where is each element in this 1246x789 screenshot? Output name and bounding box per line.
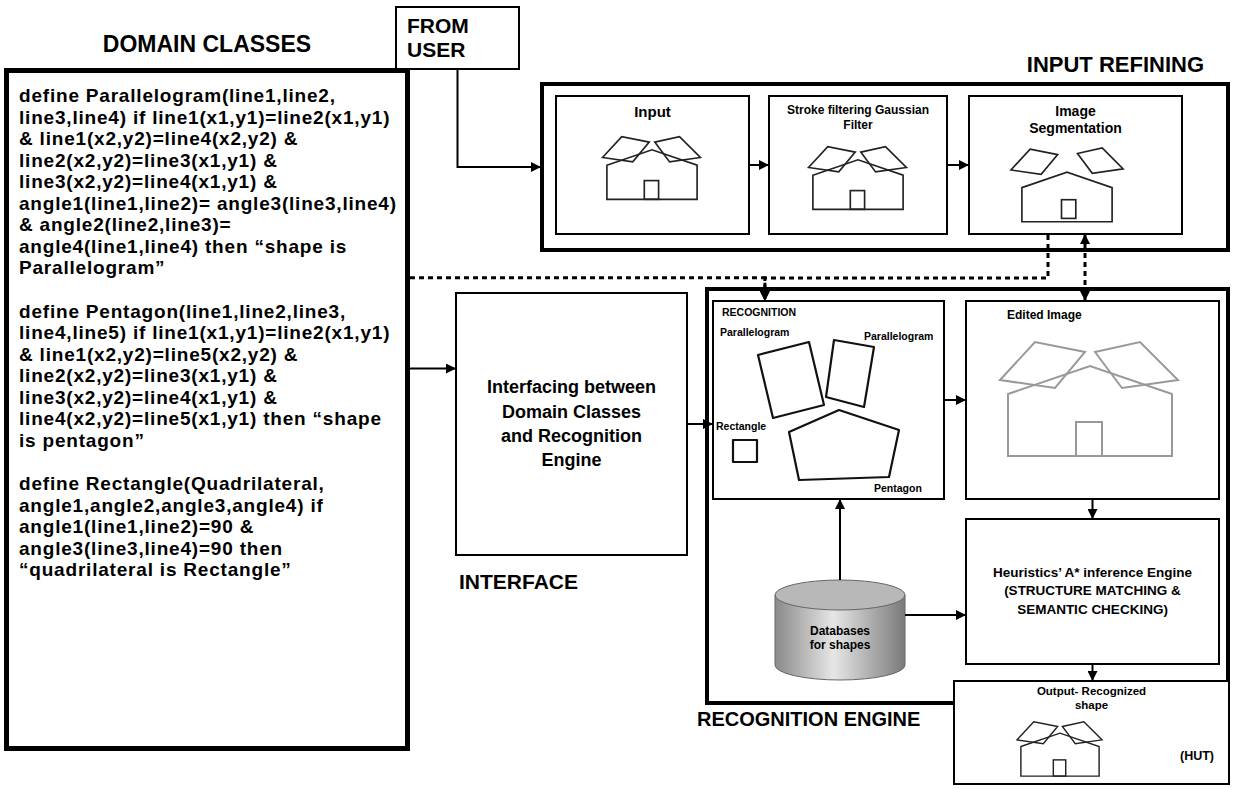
arrow-connector <box>948 164 968 166</box>
stage-band: RECOGNITION ENGINERECOGNITIONParallelogr… <box>705 287 1230 705</box>
node-text: (HUT) <box>1180 749 1214 763</box>
interface-box: Interfacing between Domain Classes and R… <box>455 292 688 556</box>
node-text: Pentagon <box>874 482 922 494</box>
node-text: define Parallelogram(line1,line2, line3,… <box>19 85 397 279</box>
rule-panel: DOMAIN CLASSESdefine Parallelogram(line1… <box>4 68 410 751</box>
process-box: Stroke filtering Gaussian Filter <box>768 95 948 235</box>
node-label: DOMAIN CLASSES <box>9 31 405 58</box>
filtered-sketch <box>809 147 907 210</box>
node-text: Parallelogram <box>720 326 789 338</box>
arrow-connector <box>905 614 965 616</box>
input-sketch <box>603 137 701 200</box>
node-label: Heuristics’ A* inference Engine (STRUCTU… <box>993 564 1193 619</box>
source-box: FROM USER <box>395 6 520 70</box>
node-label: Edited Image <box>1007 308 1082 322</box>
result-box: Edited Image <box>965 300 1220 500</box>
output-box: Output- Recognized shape (HUT) <box>953 680 1230 785</box>
output-sketch <box>995 716 1125 778</box>
node-text: Parallelogram <box>864 330 933 342</box>
result-box: RECOGNITION Parallelogram ParallelogramRec… <box>712 300 945 500</box>
arrow-connector <box>945 399 965 401</box>
node-label: RECOGNITION ENGINE <box>697 708 920 731</box>
node-label: RECOGNITION <box>722 306 796 318</box>
node-label: INPUT REFINING <box>1027 52 1204 78</box>
edited-sketch <box>1000 342 1178 456</box>
segmented-sketch <box>1011 148 1123 222</box>
arrow-connector <box>458 70 541 167</box>
node-label: Input <box>563 103 742 120</box>
stage-band: INPUT REFININGInputStroke filtering Gaus… <box>540 82 1230 252</box>
inference-box: Heuristics’ A* inference Engine (STRUCTU… <box>965 518 1220 665</box>
node-label: Stroke filtering Gaussian Filter <box>776 103 940 133</box>
process-box: Input <box>555 95 750 235</box>
process-box: Image Segmentation <box>968 95 1183 235</box>
recognized-shapes <box>733 340 899 480</box>
node-label: Databases for shapes <box>804 624 876 653</box>
node-label: Output- Recognized shape <box>1037 685 1147 713</box>
node-text: define Pentagon(line1,line2,line3, line4… <box>19 301 397 452</box>
arrow-connector <box>750 164 768 166</box>
node-text: INTERFACE <box>459 570 578 594</box>
database-cylinder: Databases for shapes <box>775 580 905 680</box>
node-label: Image Segmentation <box>1021 103 1131 137</box>
arrow-connector <box>1092 500 1094 518</box>
node-text: define Rectangle(Quadrilateral, angle1,a… <box>19 473 397 581</box>
arrow-connector <box>410 368 455 370</box>
node-label: FROM USER <box>407 14 487 62</box>
arrow-connector <box>839 500 841 580</box>
database-cylinder <box>775 580 905 680</box>
node-label: Interfacing between Domain Classes and R… <box>484 375 659 472</box>
node-text: Rectangle <box>716 420 766 432</box>
arrow-connector <box>1092 665 1094 680</box>
